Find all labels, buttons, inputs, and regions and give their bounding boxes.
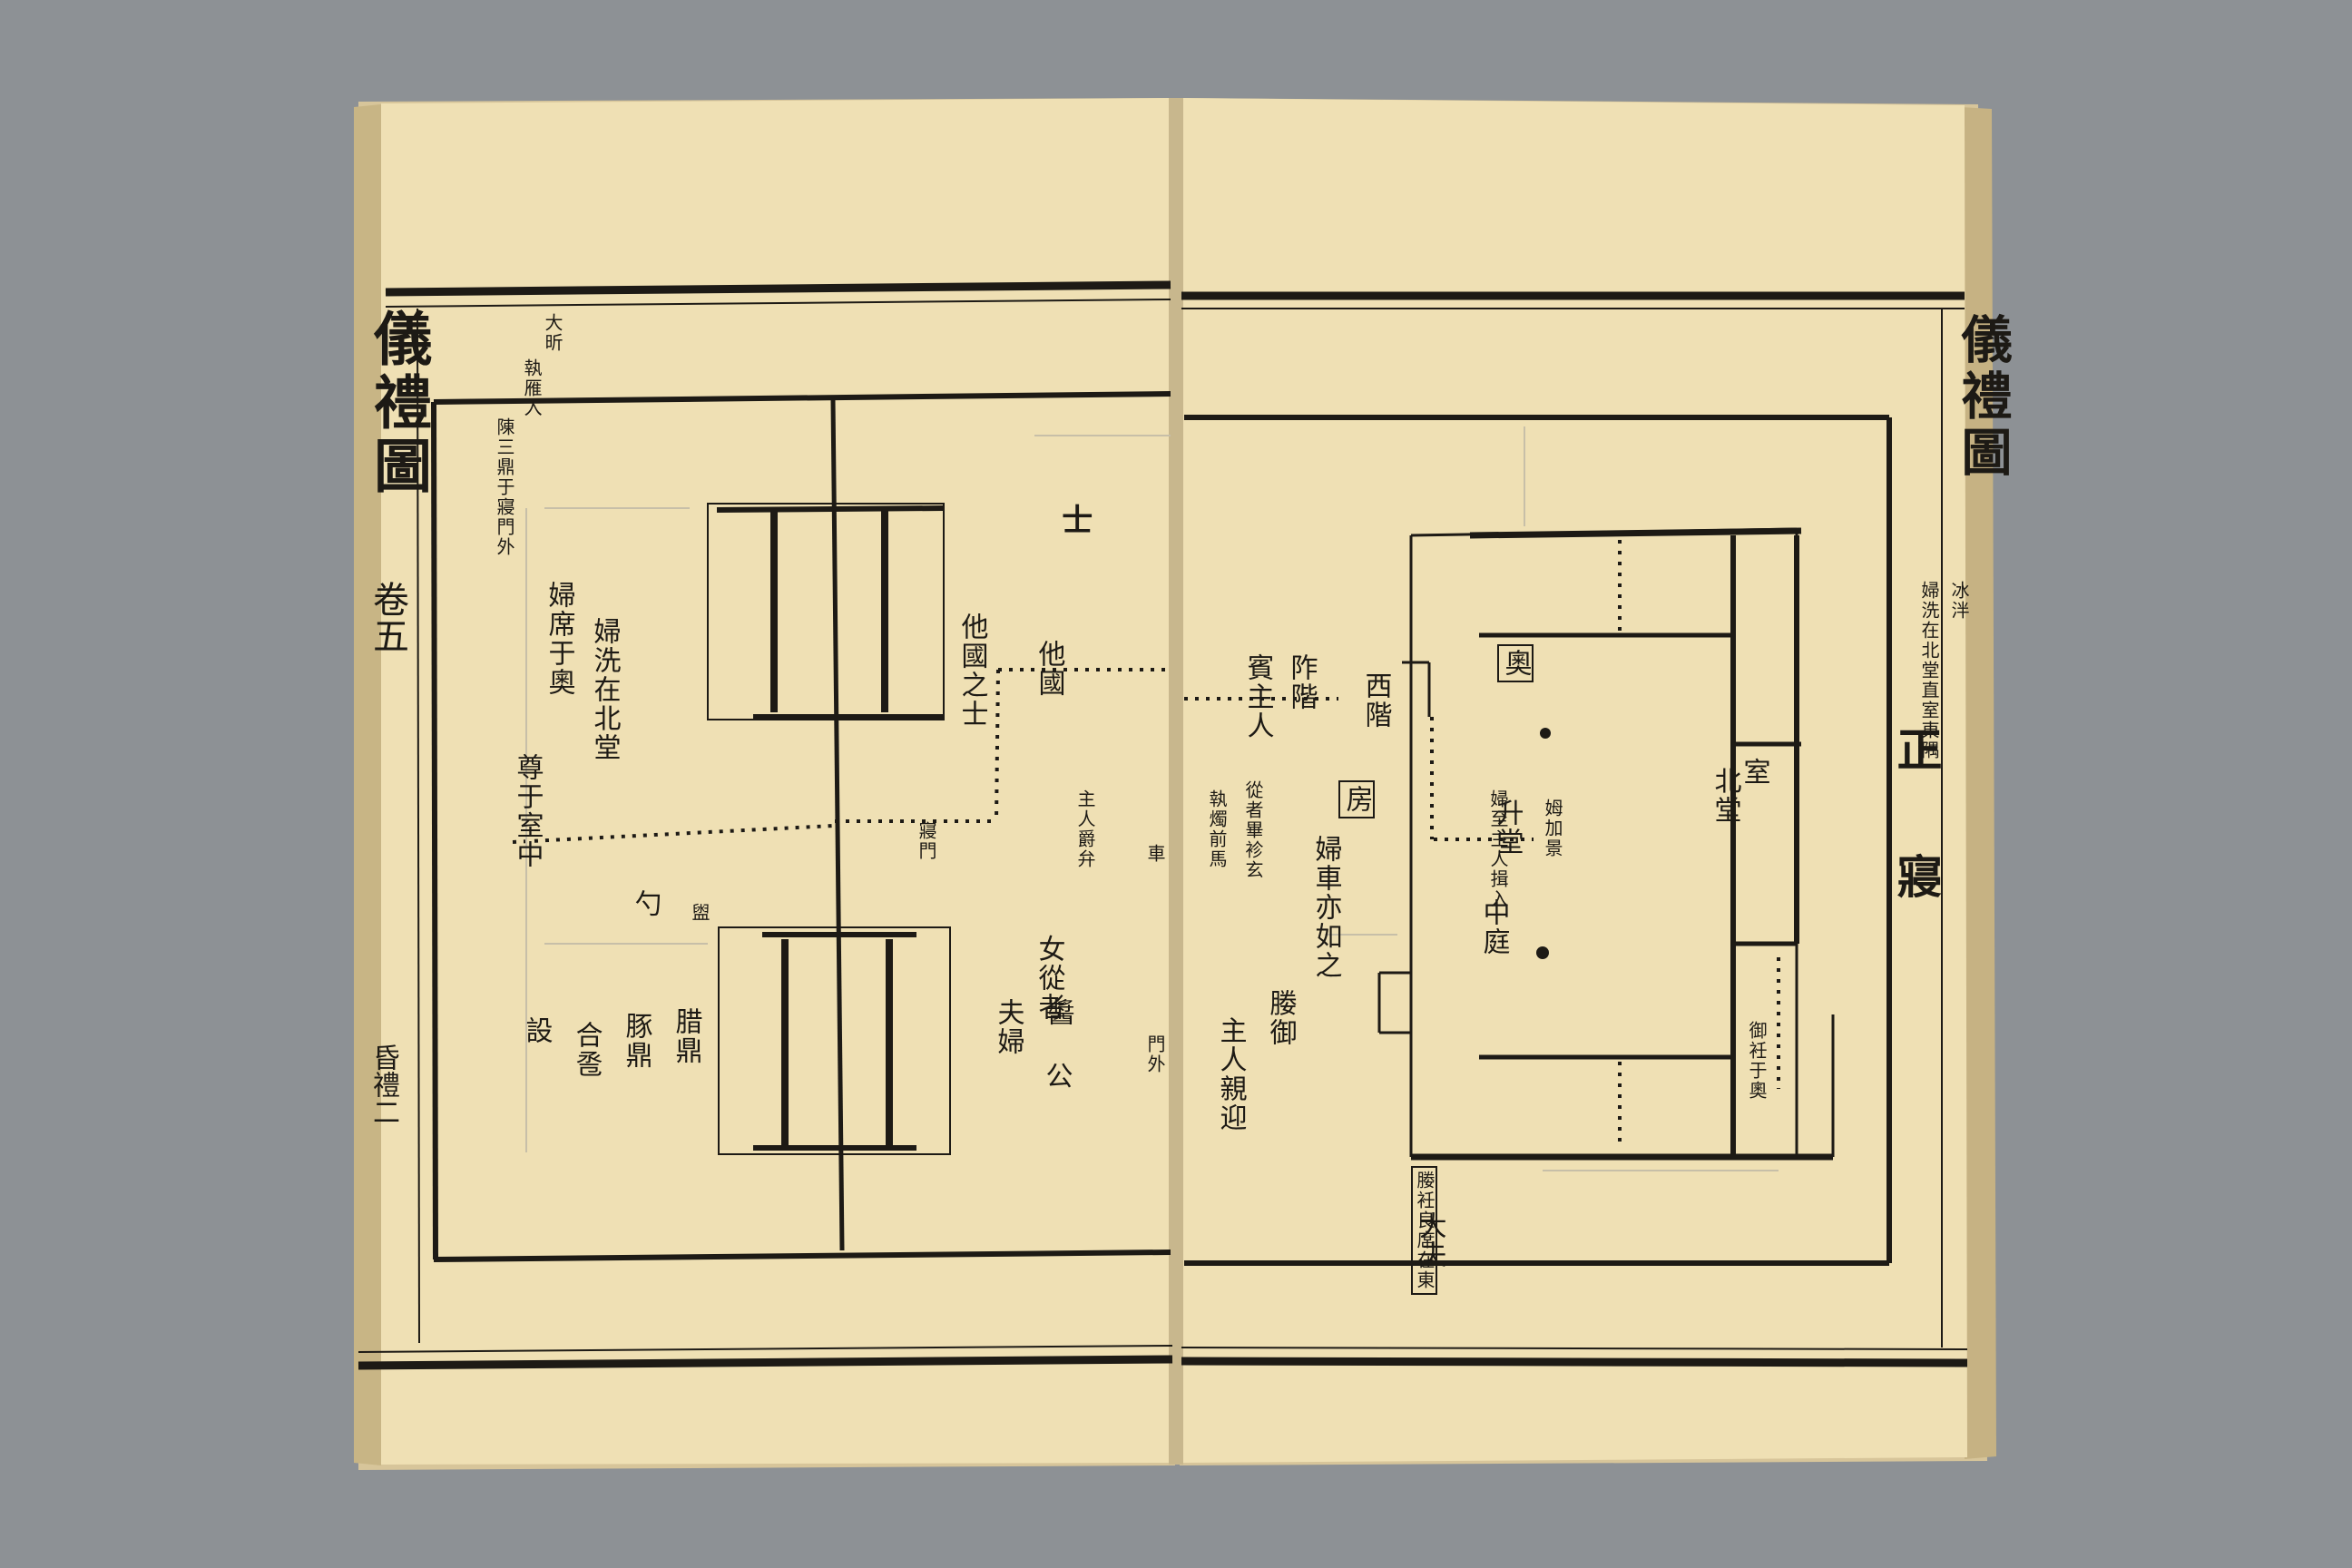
label-stairs-b: 西階 <box>1359 671 1392 730</box>
right-hall-building <box>1377 527 1835 1161</box>
left-dotted-paths <box>512 668 1171 844</box>
pillar-dot <box>1536 946 1549 959</box>
label-lower-note-2: 媵衽良席在東 <box>1411 1166 1437 1295</box>
label-right-edge-a: 門外 <box>1144 1034 1166 1074</box>
right-page-title: 正寢 <box>1889 726 1944 980</box>
label-left-col-d: 尊于室中 <box>511 753 544 869</box>
label-room-c: 室 <box>1738 758 1770 787</box>
label-shi: 士 <box>1055 504 1093 536</box>
label-east-note-2: 婦洗在北堂直室東隅 <box>1918 581 1940 760</box>
label-court-b: 升堂 <box>1491 799 1524 857</box>
label-bottom-d: 腊鼎 <box>670 1007 702 1065</box>
right-page <box>1181 98 1967 1463</box>
left-ghost-lines <box>525 435 1171 1152</box>
right-margin-top-note: 冰泮 <box>1948 581 1970 621</box>
label-bottom-b: 合卺 <box>570 1021 603 1079</box>
label-lower-a: 勺 <box>629 889 662 918</box>
label-top-note-2: 執雁入 <box>521 358 543 418</box>
right-dotted-paths <box>1184 540 1780 1143</box>
label-guest-b: 執燭前馬 <box>1206 789 1228 869</box>
label-lower-f: 公 <box>1040 1062 1073 1091</box>
label-left-col-a: 陳三鼎于寢門外 <box>494 417 515 557</box>
label-court-c: 媵御 <box>1264 989 1297 1047</box>
right-margin-title: 儀禮圖 <box>1953 313 2013 482</box>
label-mid-col-a: 他國之士 <box>956 612 988 729</box>
label-lower-b: 盥 <box>689 903 710 923</box>
label-left-col-c: 婦洗在北堂 <box>588 617 621 762</box>
label-note-b: 姆加景 <box>1542 799 1563 858</box>
left-margin-chapter: 卷五 <box>367 581 408 653</box>
label-right-edge-b: 車 <box>1144 844 1166 864</box>
left-gate-building-upper <box>707 503 945 720</box>
label-bottom-note: 大夫 <box>1414 1211 1446 1269</box>
label-note-a: 婦至主人揖入 <box>1487 789 1509 909</box>
label-mid-col-c: 主人爵弁 <box>1074 789 1096 869</box>
left-page <box>381 98 1172 1465</box>
label-left-col-b: 婦席于奧 <box>543 581 575 697</box>
label-room-a: 奧 <box>1497 644 1534 682</box>
label-lower-note: 御衽于奧 <box>1746 1021 1768 1101</box>
pillar-dot <box>1540 728 1551 739</box>
label-lower-d: 夫婦 <box>992 998 1024 1056</box>
label-mid-col-b: 他國 <box>1033 640 1065 698</box>
left-margin-title: 儀禮圖 <box>364 309 432 499</box>
left-page-frame <box>358 280 1173 1370</box>
label-lower-c: 女從者 <box>1033 935 1065 1022</box>
right-page-frame <box>1181 291 1968 1367</box>
book-body <box>354 98 1996 1470</box>
label-note-c: 從者畢袗玄 <box>1242 780 1264 880</box>
left-gate-building-lower <box>718 926 951 1155</box>
label-lower-e: 醬 <box>1042 998 1074 1027</box>
label-stairs-a: 阼階 <box>1285 653 1318 711</box>
label-gate: 寢門 <box>916 821 937 861</box>
label-note-d: 婦車亦如之 <box>1309 835 1342 980</box>
label-court-a: 中庭 <box>1477 898 1510 956</box>
label-east-note: 北堂 <box>1709 767 1741 825</box>
label-bottom-c: 豚鼎 <box>620 1012 652 1070</box>
label-room-b: 房 <box>1338 780 1375 818</box>
label-bottom-a: 設 <box>520 1016 553 1045</box>
left-margin-footer: 昏禮二 <box>368 1044 399 1125</box>
label-guest-a: 賓主人 <box>1241 653 1274 740</box>
right-ghost-lines <box>1325 426 1779 1171</box>
label-top-note-1: 大昕 <box>542 313 564 353</box>
label-court-d: 主人親迎 <box>1214 1016 1247 1132</box>
